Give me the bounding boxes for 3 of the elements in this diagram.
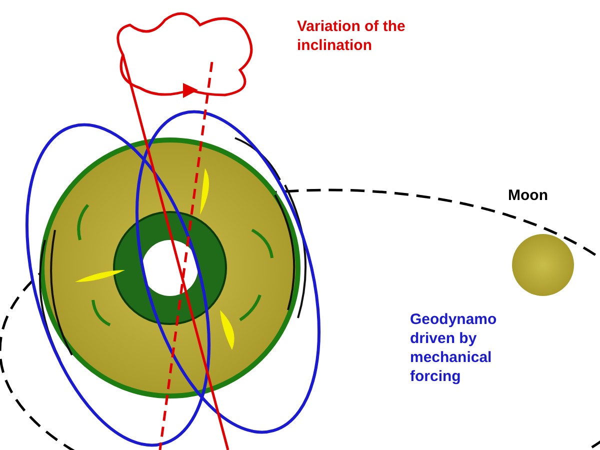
annotation-text: Geodynamo driven by mechanical forcing — [410, 310, 498, 386]
annotation-text: Variation of the inclination — [297, 17, 406, 55]
moon-label: Moon — [508, 186, 549, 205]
